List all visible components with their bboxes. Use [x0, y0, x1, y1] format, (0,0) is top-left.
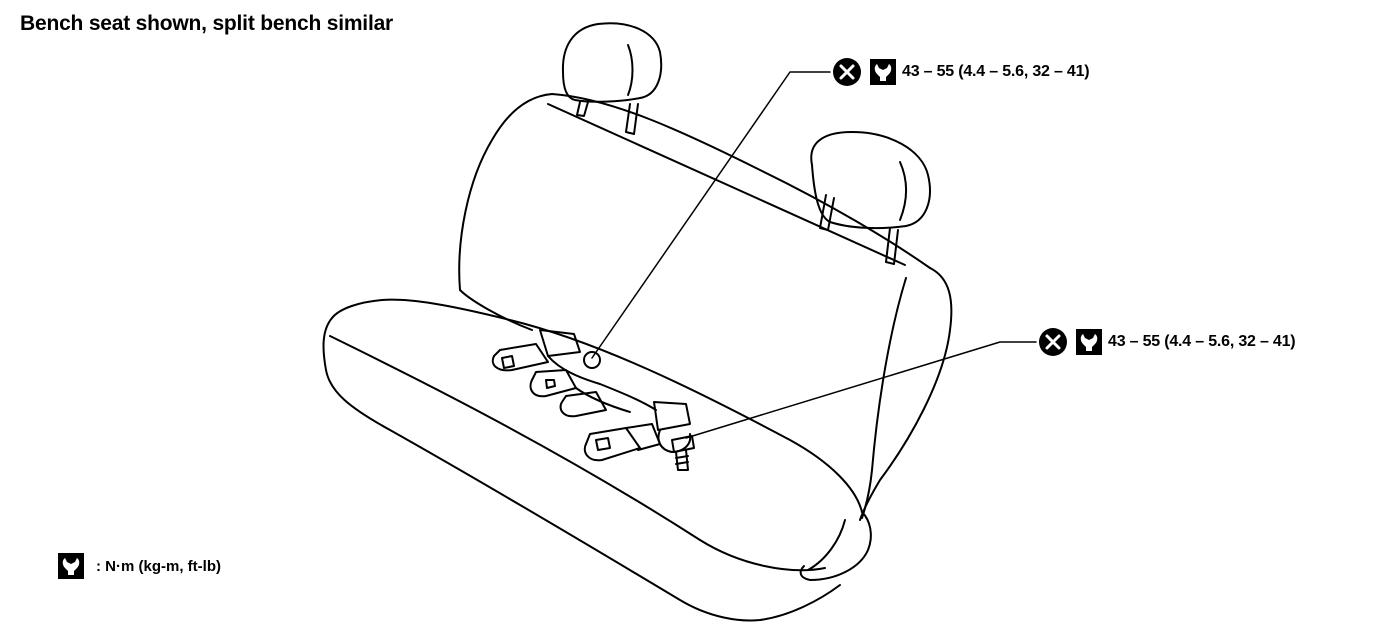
torque-wrench-icon — [870, 59, 896, 85]
torque-wrench-icon — [1076, 329, 1102, 355]
left-headrest — [561, 22, 663, 135]
do-not-reuse-icon — [833, 58, 861, 86]
unit-legend: : N·m (kg-m, ft-lb) — [58, 553, 221, 579]
seat-belt-buckles — [491, 329, 695, 471]
right-headrest — [810, 131, 931, 265]
torque-value: 43 – 55 (4.4 – 5.6, 32 – 41) — [1108, 333, 1296, 350]
torque-value: 43 – 55 (4.4 – 5.6, 32 – 41) — [902, 63, 1090, 80]
seat-back — [458, 93, 953, 521]
do-not-reuse-icon — [1039, 328, 1067, 356]
torque-callout-upper: 43 – 55 (4.4 – 5.6, 32 – 41) — [832, 57, 1090, 87]
torque-wrench-icon — [58, 553, 84, 579]
seat-cushion — [322, 298, 872, 622]
torque-callout-lower: 43 – 55 (4.4 – 5.6, 32 – 41) — [1038, 327, 1296, 357]
leader-lines — [591, 71, 1037, 439]
diagram-title: Bench seat shown, split bench similar — [20, 12, 394, 35]
legend-units: : N·m (kg-m, ft-lb) — [96, 557, 221, 575]
